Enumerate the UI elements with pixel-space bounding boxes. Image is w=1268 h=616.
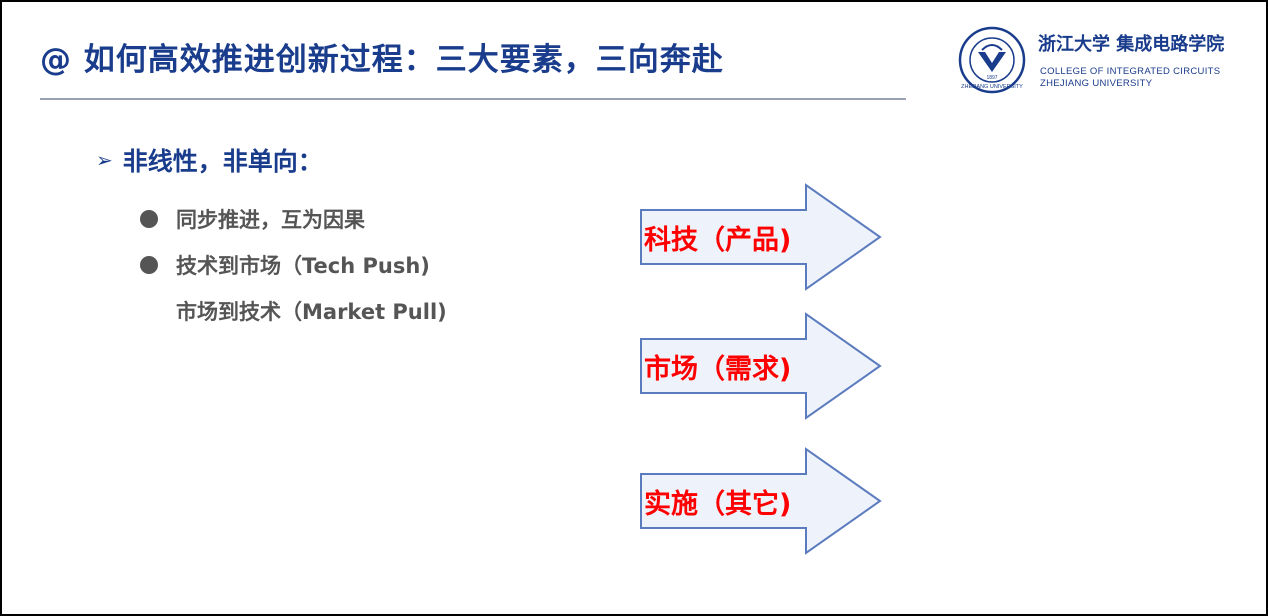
university-seal-icon: ZHEJIANG UNIVERSITY 1897 xyxy=(958,26,1026,94)
right-arrow-icon xyxy=(640,447,882,555)
bullet-dot-icon xyxy=(140,256,158,274)
bullet-text: 技术到市场（Tech Push) xyxy=(176,254,430,278)
bullet-list: 同步推进，互为因果 技术到市场（Tech Push) 市场到技术（Market … xyxy=(140,196,447,334)
section-heading-text: 非线性，非单向： xyxy=(122,147,323,176)
right-arrow-icon xyxy=(640,312,882,420)
logo-name-en-line1: COLLEGE OF INTEGRATED CIRCUITS xyxy=(1040,66,1221,77)
bullet-text: 市场到技术（Market Pull) xyxy=(176,300,447,324)
university-logo: ZHEJIANG UNIVERSITY 1897 浙江大学 集成电路学院 COL… xyxy=(958,26,1238,96)
logo-name-en-line2: ZHEJIANG UNIVERSITY xyxy=(1040,78,1153,89)
arrow-label: 科技（产品) xyxy=(644,224,792,256)
slide-title: @ 如何高效推进创新过程：三大要素，三向奔赴 xyxy=(40,42,724,78)
svg-text:1897: 1897 xyxy=(986,75,997,81)
svg-text:ZHEJIANG UNIVERSITY: ZHEJIANG UNIVERSITY xyxy=(961,84,1023,90)
arrow-label: 实施（其它) xyxy=(644,488,792,520)
logo-name-cn: 浙江大学 集成电路学院 xyxy=(1038,34,1225,55)
bullet-item: 同步推进，互为因果 xyxy=(140,196,447,242)
arrow-bullet-icon: ➢ xyxy=(96,148,113,172)
bullet-text: 同步推进，互为因果 xyxy=(176,208,365,232)
arrow-implementation: 实施（其它) xyxy=(638,446,884,556)
bullet-item: 技术到市场（Tech Push) xyxy=(140,242,447,288)
arrow-technology: 科技（产品) xyxy=(638,182,884,292)
right-arrow-icon xyxy=(640,183,882,291)
bullet-item-continuation: 市场到技术（Market Pull) xyxy=(140,288,447,334)
arrow-label: 市场（需求) xyxy=(644,353,792,385)
bullet-dot-icon xyxy=(140,210,158,228)
arrow-market: 市场（需求) xyxy=(638,311,884,421)
section-heading: ➢ 非线性，非单向： xyxy=(96,142,323,178)
title-divider xyxy=(40,98,906,100)
